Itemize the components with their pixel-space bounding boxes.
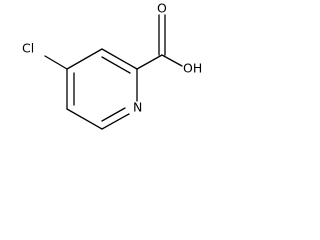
ring-bond-c3-c4 (66, 48, 103, 70)
carboxyl-group (136, 14, 183, 70)
chlorine-bond (44, 55, 68, 70)
chlorine-label: Cl (22, 41, 34, 56)
ring-double-bond-c2-c3-inner (101, 56, 131, 74)
nitrogen-label: N (133, 100, 142, 115)
ring-bond-c5-c6 (66, 108, 103, 130)
carbonyl-oxygen-label: O (157, 1, 167, 16)
ring-bond-c2-c3 (101, 48, 138, 70)
pyridine-ring (66, 48, 138, 130)
ring-bond-c6-n1 (101, 113, 130, 130)
carboxyl-bond (136, 54, 163, 70)
hydroxyl-label: OH (183, 61, 202, 76)
ring-double-bond-c6-n1-inner (101, 107, 126, 122)
chemical-structure-diagram: Cl N O OH (22, 1, 202, 130)
hydroxyl-bond (161, 54, 183, 67)
